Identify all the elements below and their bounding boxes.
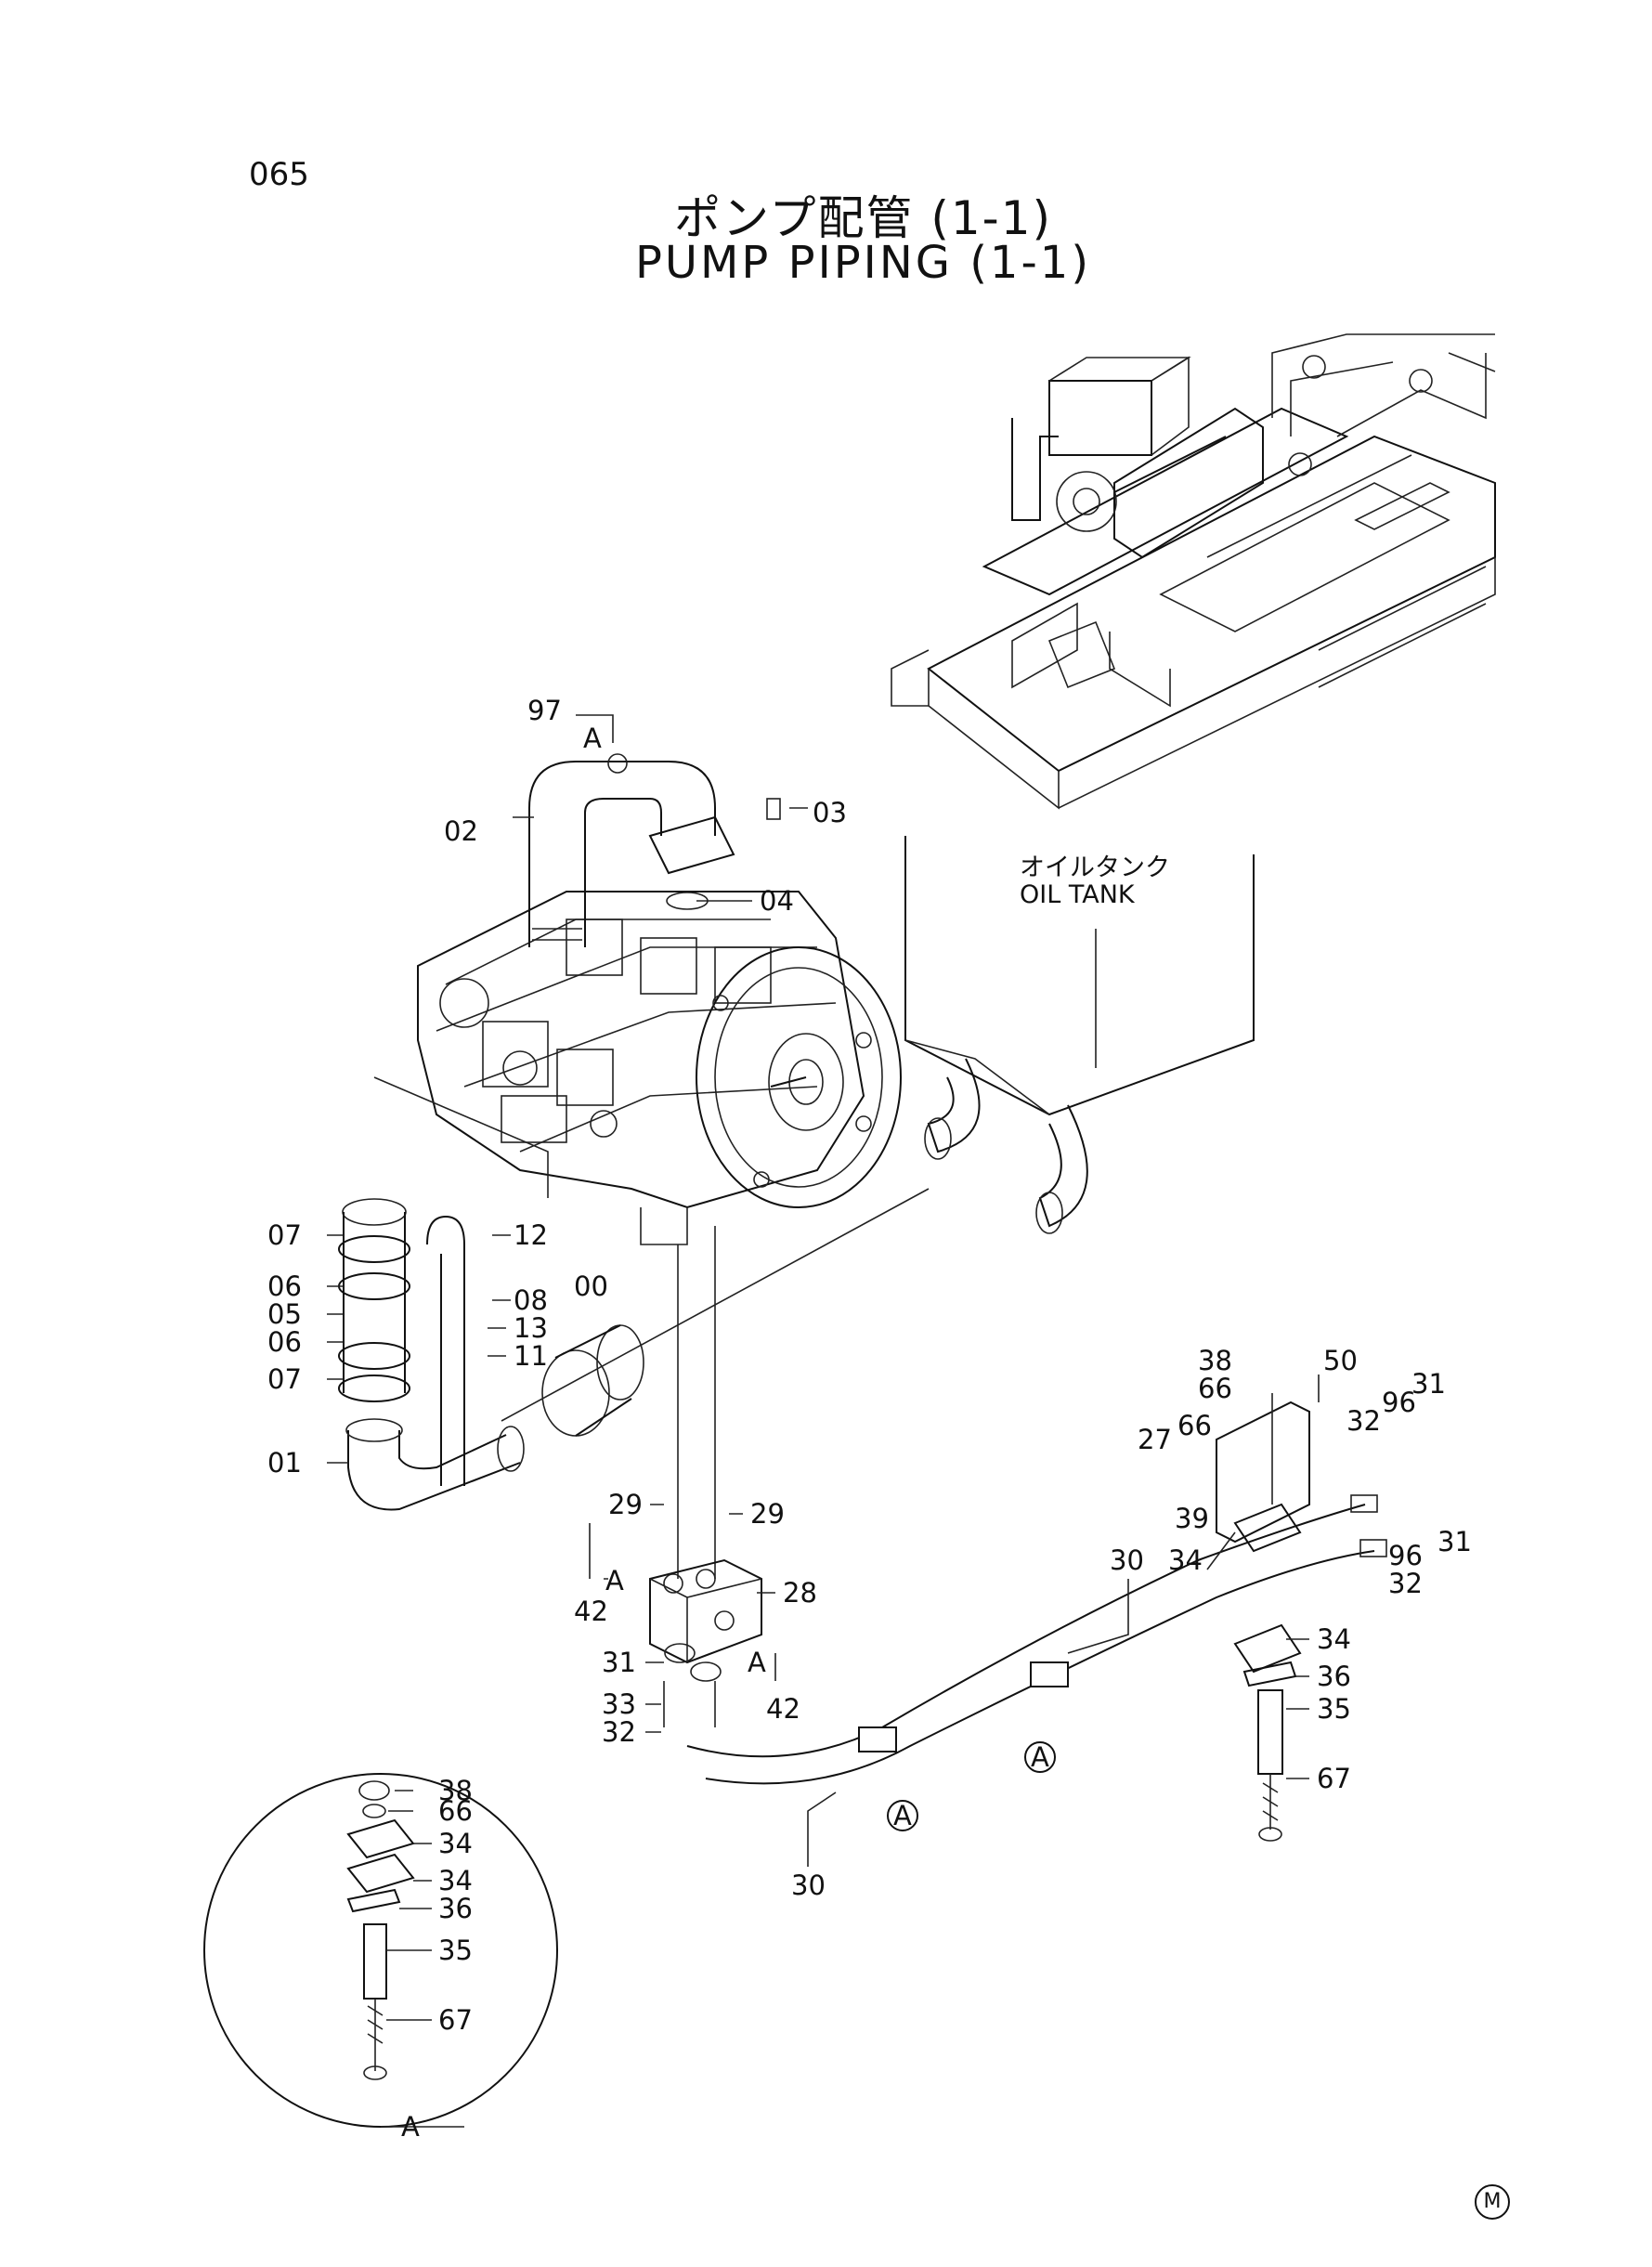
callout-31c: 31 [1437, 1526, 1472, 1557]
callout-A-mid: A [605, 1565, 624, 1596]
valve-block-28 [649, 1226, 762, 1727]
oil-tank [904, 836, 1255, 1234]
callout-96a: 96 [1382, 1387, 1416, 1418]
callout-29b: 29 [750, 1498, 785, 1530]
hydraulic-pump-assembly [417, 891, 902, 1245]
callout-42a: 42 [574, 1596, 608, 1627]
callout-67a: 67 [1317, 1763, 1351, 1794]
detail-a-label: A [401, 2111, 420, 2143]
callout-34d: 34 [438, 1865, 473, 1896]
suction-pipe-02 [528, 753, 781, 947]
callout-32c: 32 [1388, 1568, 1423, 1599]
callout-02: 02 [444, 815, 478, 847]
callout-A-clampB: A [893, 1800, 912, 1831]
detail-a-circle [203, 1773, 558, 2128]
title-english: PUMP PIPING (1-1) [634, 237, 1092, 289]
callout-07b: 07 [267, 1363, 302, 1395]
callout-30a: 30 [1110, 1544, 1144, 1576]
page-number: 065 [249, 156, 309, 193]
callout-06b: 06 [267, 1326, 302, 1358]
callout-27: 27 [1138, 1424, 1172, 1455]
callout-50: 50 [1323, 1345, 1358, 1376]
callout-33: 33 [602, 1688, 636, 1720]
callout-38a: 38 [1198, 1345, 1232, 1376]
callout-35b: 35 [438, 1935, 473, 1966]
callout-32b: 32 [1346, 1405, 1381, 1437]
callout-07a: 07 [267, 1219, 302, 1251]
machine-frame-overview [891, 333, 1496, 810]
callout-11: 11 [514, 1340, 548, 1372]
callout-05: 05 [267, 1298, 302, 1330]
callout-42b: 42 [766, 1693, 800, 1725]
pressure-hoses-30 [686, 1494, 1387, 1785]
callout-96b: 96 [1388, 1540, 1423, 1571]
callout-13: 13 [514, 1312, 548, 1344]
callout-66b: 66 [1177, 1410, 1212, 1441]
callout-66c: 66 [438, 1795, 473, 1827]
oil-tank-label-jp: オイルタンク [1020, 853, 1170, 882]
callout-31b: 31 [1411, 1368, 1446, 1400]
callout-00: 00 [574, 1270, 608, 1302]
callout-39: 39 [1175, 1503, 1209, 1534]
callout-67b: 67 [438, 2004, 473, 2036]
callout-32a: 32 [602, 1716, 636, 1748]
callout-34a: 34 [1168, 1544, 1203, 1576]
leader-lines [327, 714, 1320, 2128]
callout-A-clampA: A [1031, 1741, 1049, 1773]
callout-30b: 30 [791, 1870, 826, 1901]
callout-29a: 29 [608, 1489, 643, 1520]
oil-tank-label-en: OIL TANK [1020, 880, 1135, 909]
callout-31a: 31 [602, 1647, 636, 1678]
callout-labels: 97 A 02 03 04 07 12 06 00 05 08 13 06 11… [267, 695, 1472, 2143]
callout-34b: 34 [1317, 1623, 1351, 1655]
m-mark-symbol: M [1475, 2184, 1510, 2220]
callout-38b: 38 [438, 1775, 473, 1806]
callout-34c: 34 [438, 1828, 473, 1859]
callout-08: 08 [514, 1284, 548, 1316]
callout-A-top: A [583, 723, 602, 754]
callout-12: 12 [514, 1219, 548, 1251]
title-japanese: ポンプ配管 (1-1) [673, 191, 1053, 245]
hose-bracket-assembly [1216, 1393, 1310, 1842]
callout-66a: 66 [1198, 1373, 1232, 1404]
callout-28: 28 [783, 1577, 817, 1609]
callout-06a: 06 [267, 1270, 302, 1302]
callout-04: 04 [760, 885, 794, 917]
callout-03: 03 [813, 797, 847, 828]
callout-01: 01 [267, 1447, 302, 1479]
callout-97: 97 [527, 695, 562, 726]
callout-35a: 35 [1317, 1693, 1351, 1725]
suction-hose-group [338, 1076, 930, 1511]
callout-36b: 36 [438, 1893, 473, 1924]
callout-36a: 36 [1317, 1661, 1351, 1692]
callout-A-low: A [748, 1647, 766, 1678]
